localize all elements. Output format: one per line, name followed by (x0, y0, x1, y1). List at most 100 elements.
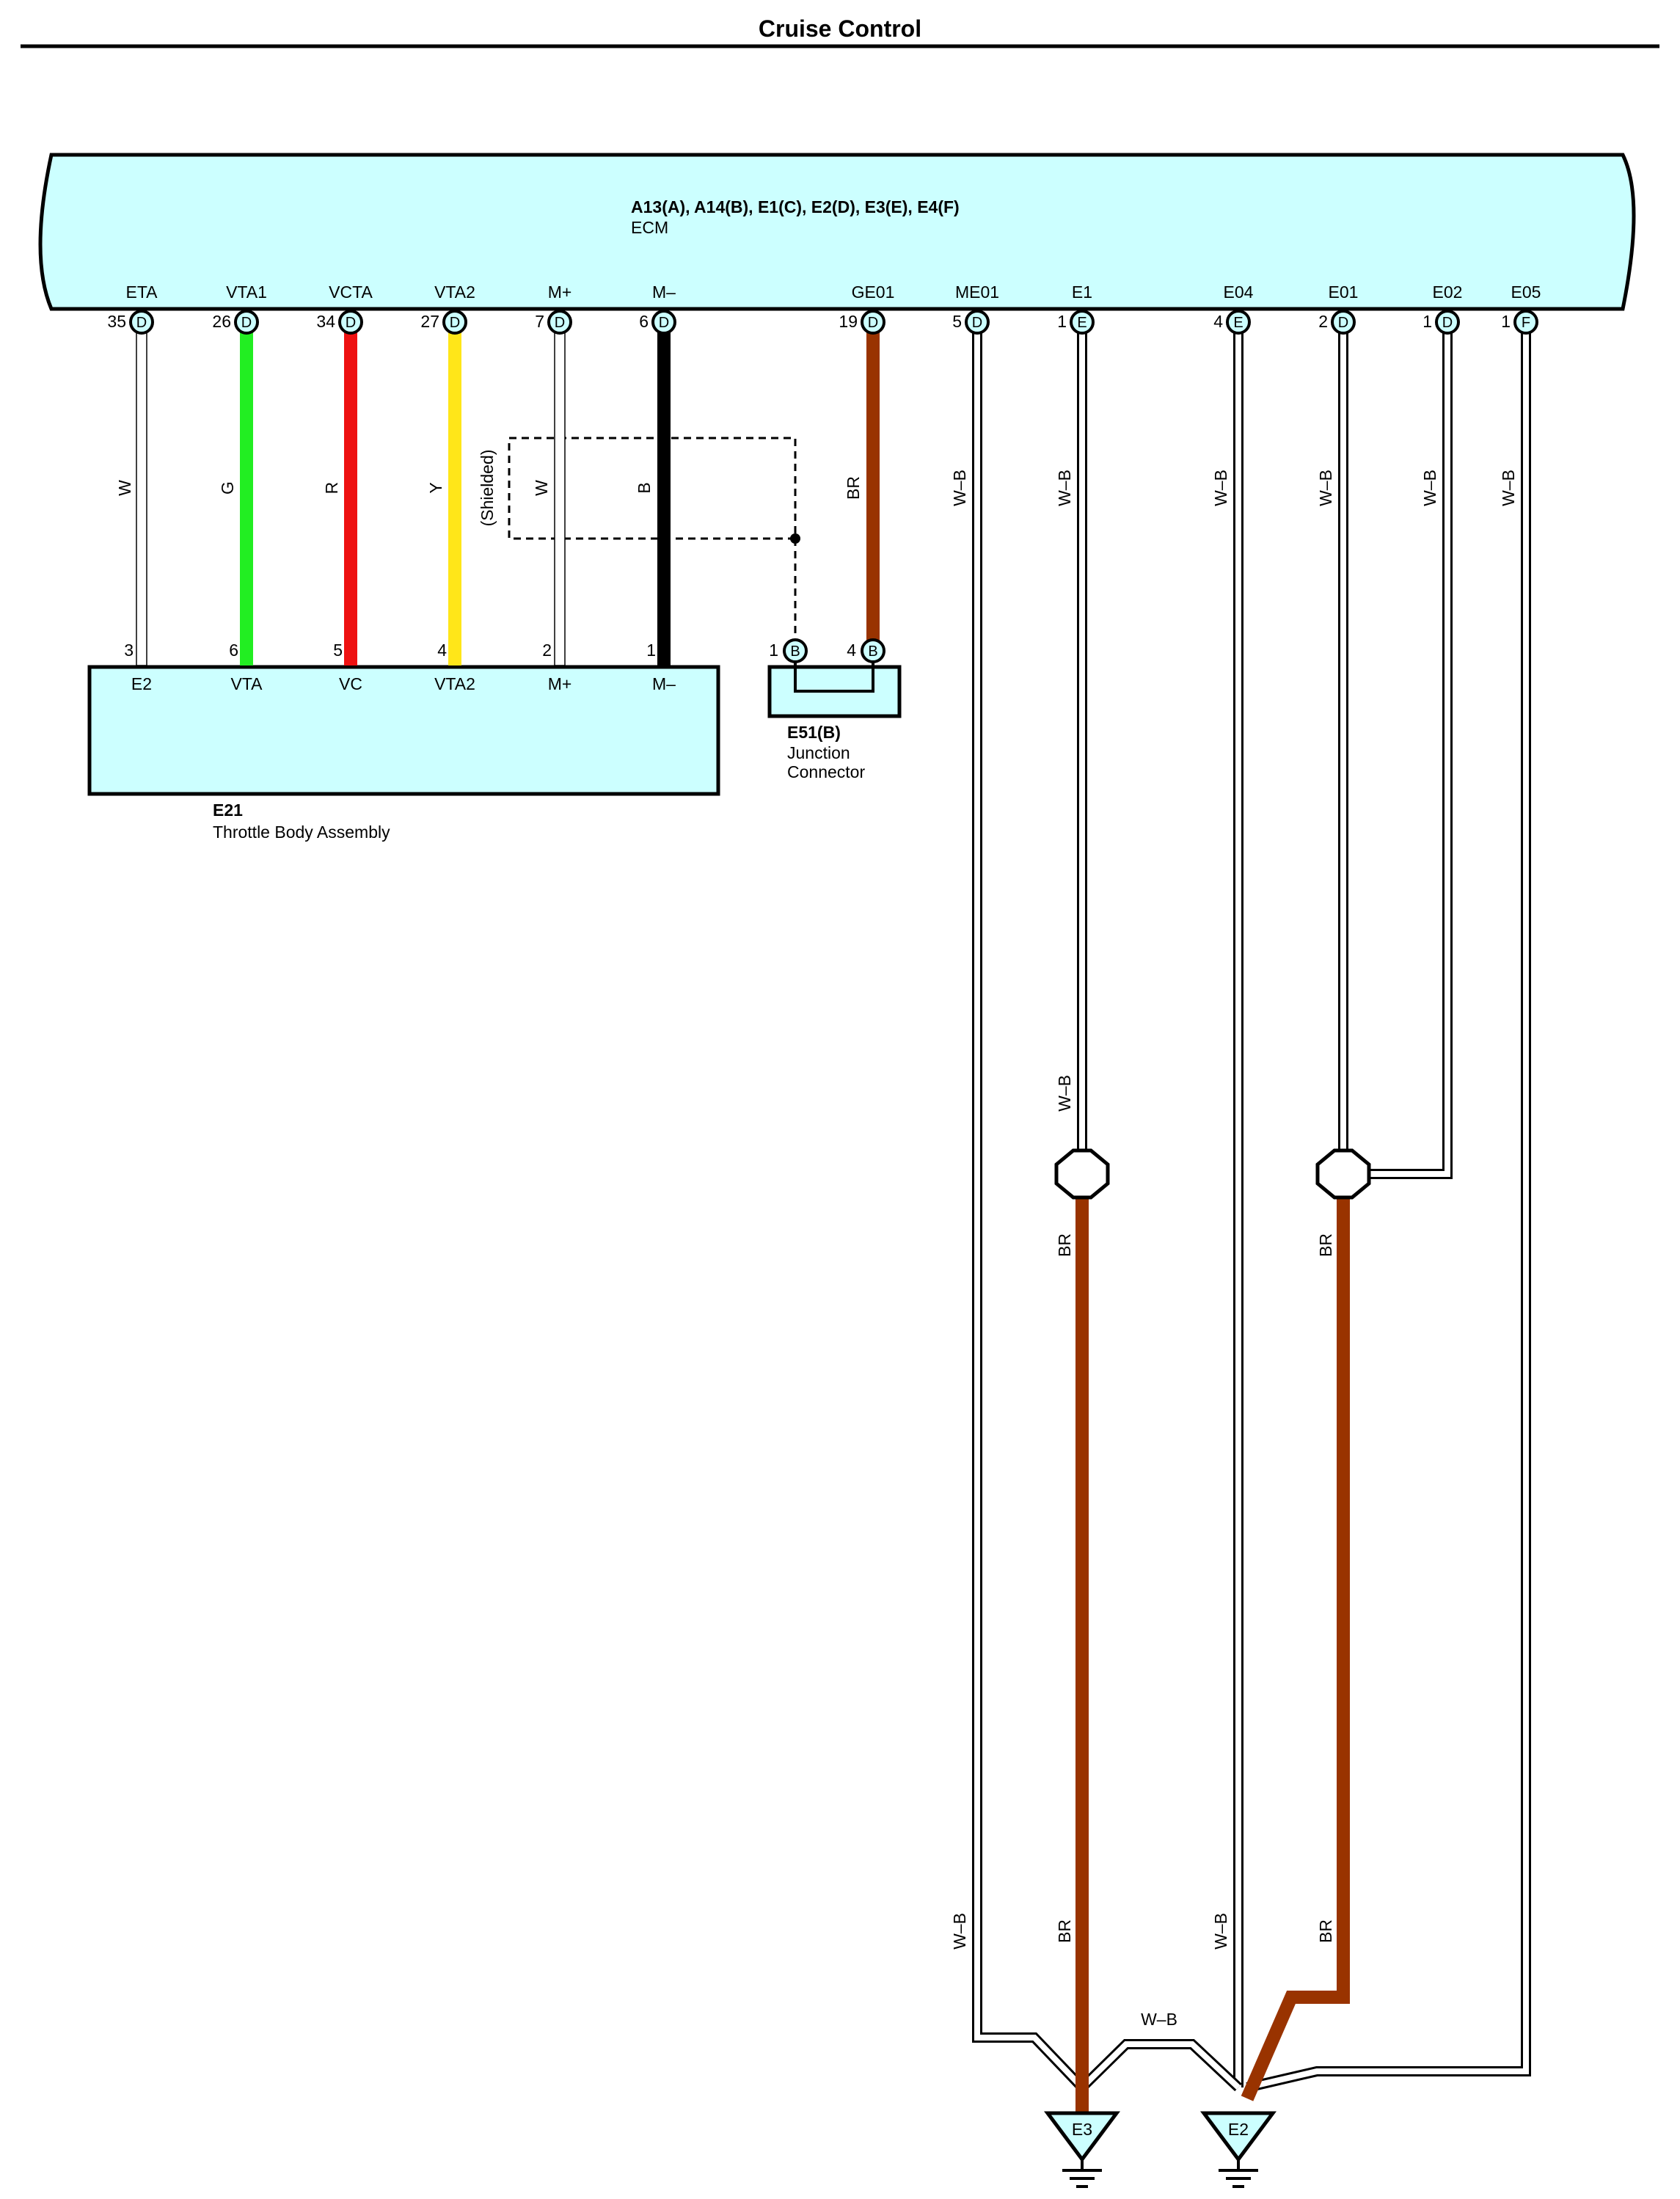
ecm-pin-letter: E (1077, 315, 1086, 331)
page-title: Cruise Control (759, 15, 921, 42)
ecm-pin-circle (1070, 310, 1095, 335)
ecm-pin-number: 26 (212, 312, 231, 331)
throttle-pin-number: 6 (229, 641, 238, 660)
ecm-pin-name: E02 (1433, 282, 1463, 302)
ecm-pin-circle (651, 310, 676, 335)
ecm-pin-circle (129, 310, 154, 335)
throttle-pin-name: VTA2 (434, 674, 475, 693)
wire-label-e05-top: W–B (1499, 470, 1518, 506)
ecm-pin-number: 5 (952, 312, 962, 331)
wire-label-vta1: G (218, 481, 237, 495)
junction-pin-letter: B (790, 643, 800, 660)
wire-label-e1-mid: W–B (1055, 1075, 1074, 1112)
ground-label: E3 (1072, 2120, 1092, 2139)
wire-eta-white (136, 332, 147, 666)
throttle-pin-number: 2 (542, 641, 552, 660)
wire-vta1-green (240, 332, 253, 665)
wire-label-e1-br: BR (1055, 1233, 1074, 1257)
junction-bridge (794, 662, 874, 693)
junction-pin-number: 1 (769, 641, 778, 660)
wire-label-ge01: BR (844, 476, 863, 500)
junction-pin-number: 4 (847, 641, 856, 660)
junction-pin-letter: B (868, 643, 877, 660)
ecm-pin-name: E04 (1224, 282, 1254, 302)
wire-label-e02-top: W–B (1420, 470, 1439, 506)
junction-pin-1: B 1 (769, 638, 808, 663)
wire-label-me01-top: W–B (950, 470, 969, 506)
ecm-pin-name: E05 (1511, 282, 1541, 302)
junction-code: E51(B) (787, 723, 841, 742)
ecm-pin-circles (129, 310, 1538, 335)
ecm-pin-circle (338, 310, 363, 335)
throttle-name: Throttle Body Assembly (213, 823, 390, 842)
splice-e1 (1054, 1148, 1110, 1200)
throttle-body-box (87, 665, 720, 796)
ecm-pin-name: VTA2 (434, 282, 475, 302)
junction-name-line1: Junction (787, 743, 850, 762)
throttle-pin-number: 4 (437, 641, 447, 660)
ecm-name: ECM (631, 218, 668, 237)
ecm-pin-letter: D (136, 315, 147, 331)
ecm-pin-letter: D (1442, 315, 1453, 331)
wire-label-e3-br: BR (1055, 1919, 1074, 1943)
wire-ge01-brown (866, 332, 880, 641)
ecm-pin-circle (442, 310, 467, 335)
ecm-pin-letter: D (1338, 315, 1348, 331)
ecm-pin-number: 35 (107, 312, 126, 331)
wire-label-me01-bottom: W–B (950, 1913, 969, 1950)
wire-label-vta2: Y (426, 482, 445, 493)
ecm-pin-circle (1435, 310, 1460, 335)
throttle-pin-name: M+ (548, 674, 572, 693)
wire-e05 (1246, 325, 1531, 2093)
throttle-pin-name: E2 (131, 674, 152, 693)
ecm-pin-circle (1513, 310, 1538, 335)
ground-triangle (1200, 2111, 1277, 2163)
brown-ground-wires (1075, 1189, 1350, 2113)
throttle-pin-names: E2 VTA VC VTA2 M+ M– (131, 674, 676, 693)
ecm-pin-circle (1331, 310, 1356, 335)
wire-label-e01-top: W–B (1316, 470, 1335, 506)
ecm-pin-name: ME01 (955, 282, 999, 302)
throttle-pin-number: 3 (124, 641, 134, 660)
ground-triangle (1044, 2111, 1120, 2163)
wire-labels: W G R Y W B BR W–B W–B W–B W–B W–B W–B W… (115, 470, 1518, 1950)
ecm-pin-circle (1226, 310, 1251, 335)
ecm-pin-name: VTA1 (226, 282, 267, 302)
wire-me01 (972, 325, 1086, 2091)
ecm-pin-numbers: 35 26 34 27 7 6 19 5 1 4 2 1 1 (107, 312, 1511, 331)
ecm-pin-number: 2 (1318, 312, 1328, 331)
ecm-pin-letter: D (868, 315, 878, 331)
ground-label: E2 (1228, 2120, 1249, 2139)
ecm-pin-letters: D D D D D D D D E E D D F (136, 315, 1530, 331)
ecm-pin-number: 34 (316, 312, 335, 331)
wire-mminus-black (657, 332, 671, 665)
wire-label-e04-top: W–B (1211, 470, 1230, 506)
junction-pin-circle (861, 638, 885, 663)
wire-label-mplus: W (532, 480, 551, 496)
shield-box (508, 437, 797, 540)
ecm-pin-name: M+ (548, 282, 572, 302)
ecm-pin-number: 19 (839, 312, 858, 331)
junction-pin-4: B 4 (847, 638, 885, 663)
ecm-pin-number: 1 (1057, 312, 1067, 331)
ecm-pin-letter: D (555, 315, 565, 331)
ground-e2: E2 (1200, 2111, 1277, 2188)
wire-label-vcta: R (322, 482, 341, 495)
ecm-pin-name: E01 (1329, 282, 1359, 302)
wire-mplus-white (554, 332, 566, 666)
ecm-pin-circle (861, 310, 885, 335)
ecm-pin-name: ETA (125, 282, 158, 302)
ecm-pin-number: 7 (535, 312, 544, 331)
wire-label-e2-br: BR (1316, 1919, 1335, 1943)
ecm-pin-number: 1 (1422, 312, 1432, 331)
ecm-pin-name: E1 (1072, 282, 1092, 302)
wire-label-mminus: B (635, 482, 654, 493)
ecm-pin-letter: D (450, 315, 460, 331)
ecm-pin-number: 6 (639, 312, 649, 331)
ecm-pin-letter: D (241, 315, 252, 331)
wire-vcta-red (344, 332, 357, 665)
junction-name-line2: Connector (787, 762, 865, 781)
wire-label-e04-bottom: W–B (1211, 1913, 1230, 1950)
ecm-pin-letter: D (972, 315, 982, 331)
